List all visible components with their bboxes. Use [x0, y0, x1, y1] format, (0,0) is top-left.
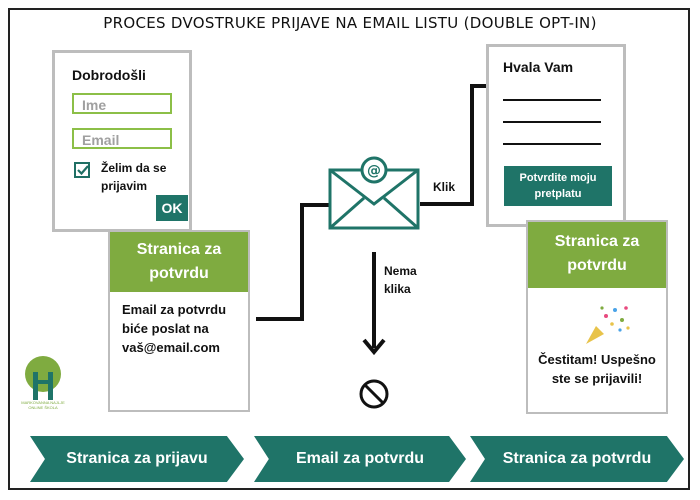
- email-envelope-icon: @: [328, 156, 420, 230]
- confirmation-page: Stranica za potvrdu Email za potvrdu bić…: [108, 230, 250, 412]
- confirm-subscription-button[interactable]: Potvrdite moju pretplatu: [504, 166, 612, 206]
- no-click-arrow-head: [362, 338, 386, 356]
- diagram-title: PROCES DVOSTRUKE PRIJAVE NA EMAIL LISTU …: [103, 14, 597, 32]
- name-field[interactable]: Ime: [72, 93, 172, 114]
- success-page-header: Stranica za potvrdu: [528, 222, 666, 288]
- ok-button[interactable]: OK: [156, 195, 188, 221]
- step-confirmation-page: Stranica za potvrdu: [470, 436, 684, 482]
- click-label: Klik: [433, 180, 456, 194]
- signup-form: Dobrodošli Ime Email Želim da se prijavi…: [52, 50, 192, 232]
- svg-text:@: @: [367, 163, 381, 179]
- success-page: Stranica za potvrdu Čestitam! Uspešno st…: [526, 220, 668, 414]
- step-signup-page: Stranica za prijavu: [30, 436, 244, 482]
- party-popper-icon: [586, 306, 630, 344]
- step-confirmation-email: Email za potvrdu: [254, 436, 466, 482]
- text-line-placeholder: [503, 143, 601, 145]
- checkbox-label: Želim da se prijavim: [101, 161, 167, 193]
- success-message: Čestitam! Uspešno ste se prijavili!: [538, 352, 656, 386]
- no-click-label: Nema klika: [384, 264, 417, 296]
- tree-logo-icon: [25, 356, 61, 400]
- confirmation-page-message: Email za potvrdu biće poslat na vaš@emai…: [122, 302, 227, 355]
- email-field[interactable]: Email: [72, 128, 172, 149]
- checkbox-checked-icon[interactable]: [74, 162, 90, 178]
- text-line-placeholder: [503, 99, 601, 101]
- connector-to-email: [256, 203, 330, 321]
- signup-heading: Dobrodošli: [72, 67, 146, 83]
- diagram-frame: [8, 8, 690, 490]
- thank-you-page: Hvala Vam Potvrdite moju pretplatu: [486, 44, 626, 227]
- text-line-placeholder: [503, 121, 601, 123]
- thank-you-heading: Hvala Vam: [503, 59, 574, 75]
- prohibited-icon: [359, 379, 389, 409]
- connector-to-thanks: [420, 84, 488, 206]
- logo-text: MARKOVANNA NAJLJE ONLINE ŠKOLA: [21, 400, 65, 410]
- confirmation-page-header: Stranica za potvrdu: [110, 232, 248, 292]
